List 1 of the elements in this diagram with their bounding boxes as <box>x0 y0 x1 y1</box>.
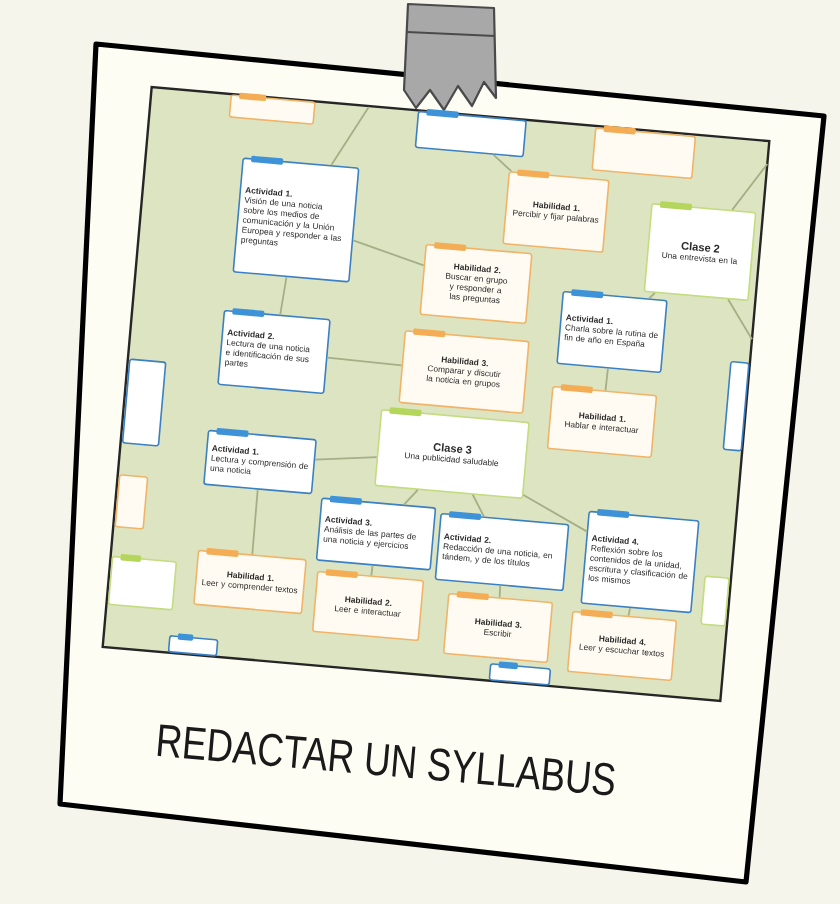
caption: REDACTAR UN SYLLABUS <box>157 724 615 796</box>
